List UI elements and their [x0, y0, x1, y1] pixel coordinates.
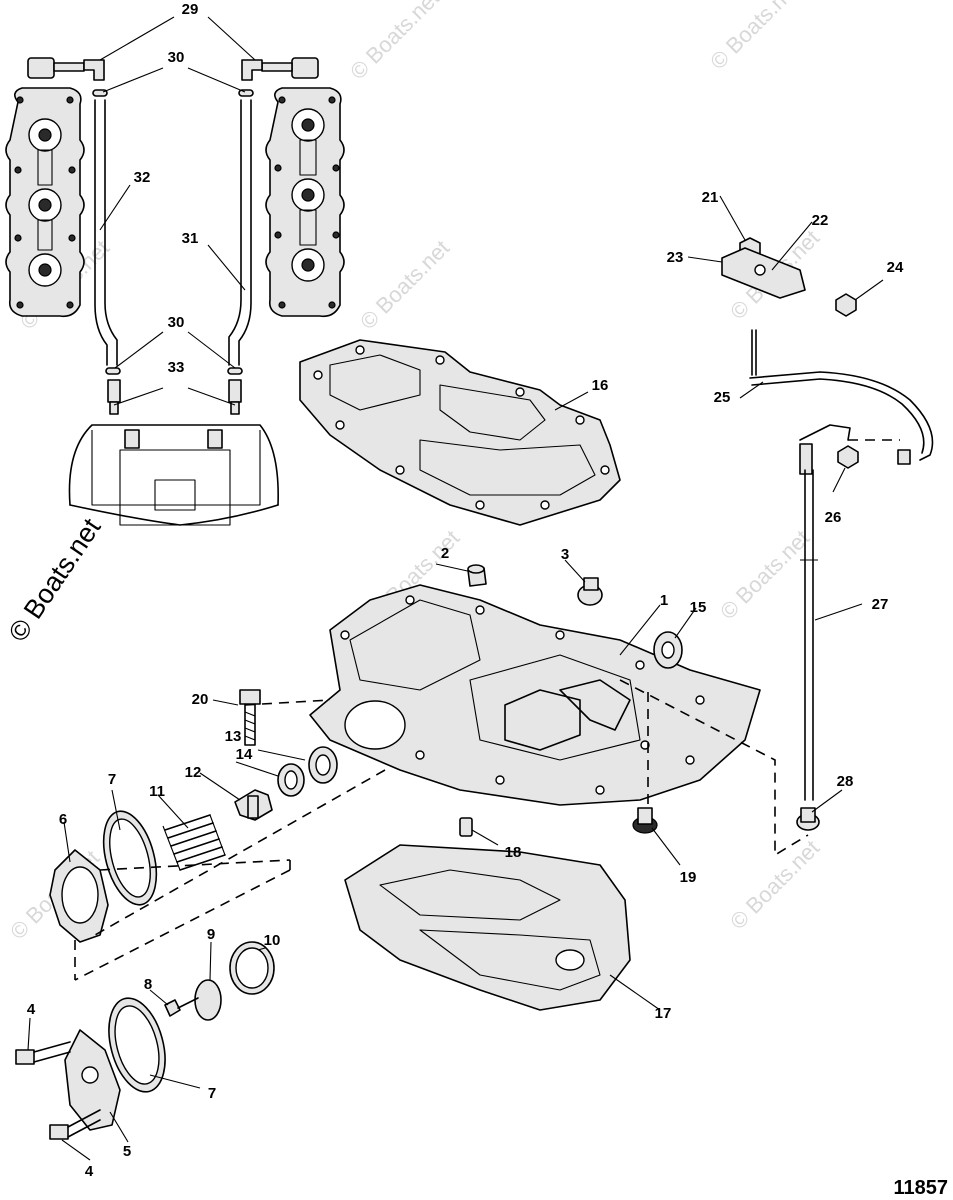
plug-2 [467, 564, 487, 587]
cup-10 [229, 941, 275, 995]
callout-3: 3 [561, 546, 569, 563]
callout-14: 14 [236, 746, 253, 763]
cover-6 [49, 849, 109, 943]
callout-16: 16 [592, 377, 609, 394]
watermark: © Boats.net [705, 0, 804, 74]
callout-26: 26 [825, 509, 842, 526]
callout-6: 6 [59, 811, 67, 828]
cylinder-head-right [265, 87, 345, 318]
gasket-7-lower [108, 997, 166, 1093]
hose-connectors [107, 379, 242, 415]
callout-1: 1 [660, 592, 668, 609]
callout-7: 7 [208, 1085, 216, 1102]
screw-4-lower [49, 1109, 101, 1140]
callout-11: 11 [149, 783, 165, 800]
callout-17: 17 [655, 1005, 672, 1022]
bracket-23 [721, 247, 806, 299]
screw-8 [164, 997, 199, 1017]
callout-30: 30 [168, 314, 185, 331]
callout-25: 25 [714, 389, 731, 406]
lever-25 [749, 329, 934, 465]
gasket-7-upper [102, 810, 158, 906]
adapter-plate-1 [309, 584, 761, 806]
o-rings [92, 89, 254, 375]
callout-23: 23 [667, 249, 684, 266]
callout-8: 8 [144, 976, 152, 993]
callout-4: 4 [85, 1163, 94, 1180]
watermark: © Boats.net [715, 525, 814, 624]
leader-lines [27, 16, 884, 1161]
callout-4: 4 [27, 1001, 36, 1018]
bushing-28 [796, 807, 820, 831]
callout-18: 18 [505, 844, 522, 861]
gasket-16 [299, 339, 621, 526]
callout-12: 12 [185, 764, 202, 781]
spring-11 [162, 814, 226, 871]
callout-2: 2 [441, 545, 449, 562]
callout-labels: 29 30 32 31 30 33 16 2 3 1 15 20 14 13 1… [27, 1, 904, 1180]
callout-31: 31 [182, 230, 199, 247]
callout-5: 5 [123, 1143, 131, 1160]
assembly-guides [74, 439, 900, 981]
callout-7: 7 [108, 771, 116, 788]
watermark: © Boats.net [355, 235, 454, 334]
washer-15 [653, 631, 683, 669]
callout-22: 22 [812, 212, 829, 229]
callout-24: 24 [887, 259, 904, 276]
callout-29: 29 [182, 1, 199, 18]
callout-33: 33 [168, 359, 185, 376]
watermark: © Boats.net [345, 0, 444, 84]
watermark-main: © Boats.net [3, 513, 107, 647]
cylinder-head-left [5, 87, 85, 318]
gasket-17 [344, 844, 631, 1011]
fitting-right [241, 57, 319, 81]
cover-5 [64, 1029, 121, 1131]
seal-13 [277, 763, 305, 797]
rod-27 [799, 424, 851, 801]
callout-28: 28 [837, 773, 854, 790]
screw-4-upper [15, 1041, 71, 1065]
nut-24 [835, 293, 857, 317]
callout-13: 13 [225, 728, 242, 745]
fitting-left [27, 57, 105, 81]
callout-20: 20 [192, 691, 209, 708]
hose-right [228, 99, 252, 366]
nut-26 [837, 445, 859, 469]
callout-9: 9 [207, 926, 215, 943]
valve-12 [234, 789, 273, 821]
bolt-20 [239, 689, 261, 746]
diaphragm-9 [194, 979, 222, 1021]
grommet-19 [632, 807, 658, 834]
seal-14 [308, 746, 338, 784]
callout-27: 27 [872, 596, 889, 613]
callout-21: 21 [702, 189, 719, 206]
callout-15: 15 [690, 599, 707, 616]
callout-19: 19 [680, 869, 697, 886]
callout-30: 30 [168, 49, 185, 66]
drawing-number: 11857 [893, 1177, 948, 1199]
callout-10: 10 [264, 932, 281, 949]
dowel-18 [459, 817, 473, 837]
plug-3 [577, 577, 603, 606]
hose-left [94, 99, 118, 366]
callout-32: 32 [134, 169, 151, 186]
engine-block-section [68, 424, 279, 526]
